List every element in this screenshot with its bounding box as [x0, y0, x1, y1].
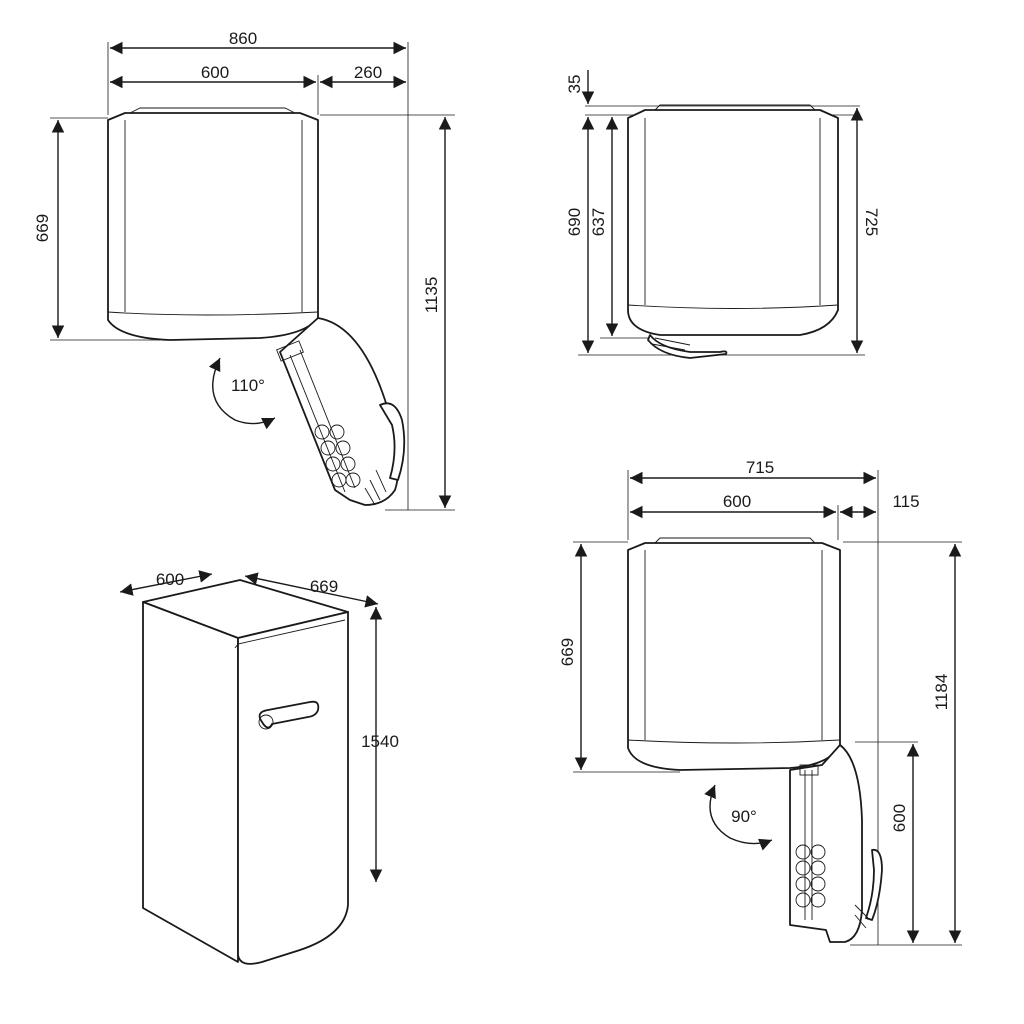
- dim-line-persp-600: [119, 570, 213, 596]
- label-600: 600: [201, 63, 229, 82]
- label-110-angle: 110°: [231, 376, 265, 395]
- label-35: 35: [565, 75, 584, 94]
- label-260: 260: [354, 63, 382, 82]
- label-115: 115: [892, 492, 919, 511]
- fridge-body-side: [627, 109, 839, 336]
- label-1135: 1135: [422, 277, 441, 314]
- fridge-side: [142, 601, 239, 963]
- perspective-view: [119, 570, 383, 965]
- label-600-b: 600: [723, 492, 751, 511]
- label-860: 860: [229, 29, 257, 48]
- egg-tray-90: [795, 844, 826, 908]
- label-690: 690: [565, 208, 584, 236]
- label-90-angle: 90°: [731, 807, 757, 826]
- fridge-door: [237, 611, 349, 965]
- label-669: 669: [33, 214, 52, 242]
- fridge-body-top-90: [627, 542, 841, 771]
- side-view: [578, 70, 865, 359]
- label-1540: 1540: [361, 732, 399, 751]
- dim-line-persp-669: [244, 572, 379, 608]
- label-669-b: 669: [558, 638, 577, 666]
- door-handle: [258, 700, 320, 730]
- label-1184: 1184: [932, 674, 951, 711]
- label-637: 637: [589, 208, 608, 236]
- label-715: 715: [746, 458, 774, 477]
- label-600-door: 600: [890, 804, 909, 832]
- side-handle: [647, 334, 728, 359]
- label-persp-600: 600: [156, 570, 184, 589]
- fridge-body-top: [107, 112, 319, 341]
- label-persp-669: 669: [310, 577, 338, 596]
- dimension-labels: 860 600 260 669 1135 110° 35 690 637 725…: [33, 29, 951, 832]
- top-view-110: [50, 41, 455, 511]
- angle-arc-110: [208, 357, 276, 430]
- open-door-90: [789, 744, 883, 943]
- top-view-90: [573, 470, 962, 946]
- open-door-110: [276, 317, 406, 506]
- egg-tray: [314, 424, 361, 488]
- label-725: 725: [862, 208, 881, 236]
- angle-arc-90: [704, 784, 773, 851]
